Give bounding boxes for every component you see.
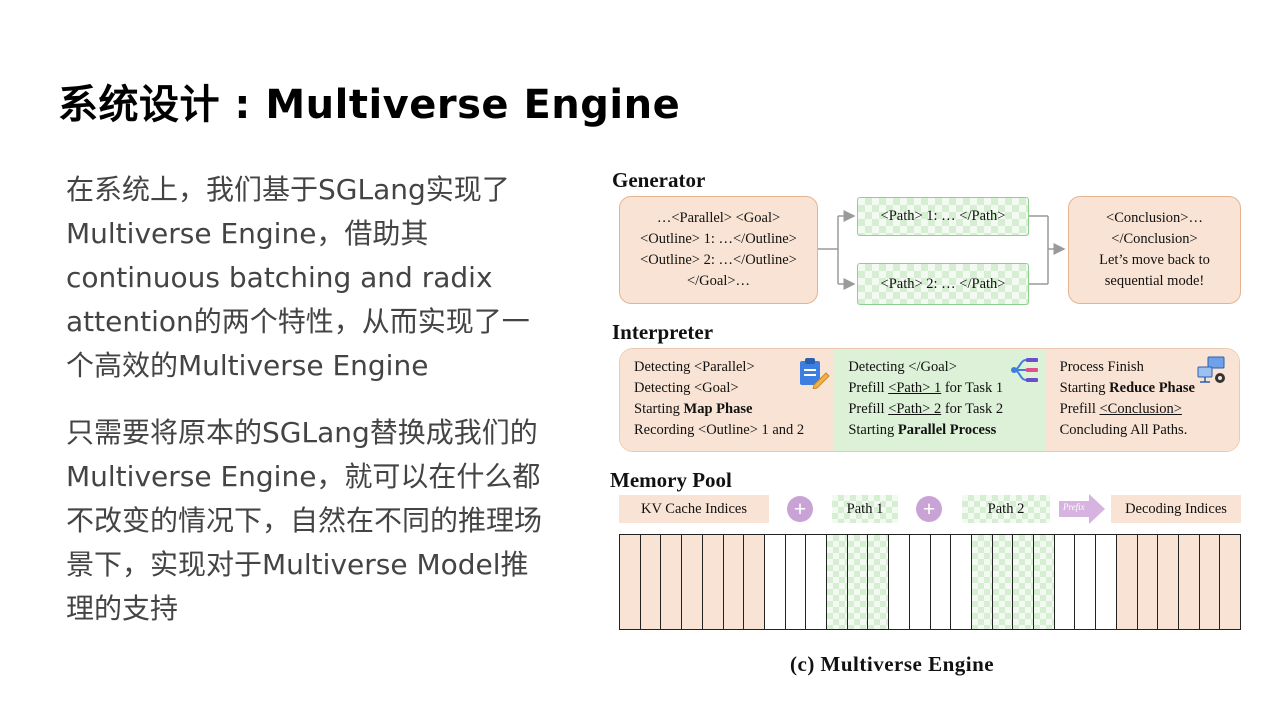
network-settings-icon [1197, 356, 1225, 383]
memory-cell-peach [1116, 535, 1138, 629]
kv-cache-legend: KV Cache Indices [619, 495, 769, 523]
interp-line: Prefill <Path> 1 for Task 1 [848, 378, 1045, 399]
generator-output-line: <Conclusion>… [1106, 210, 1203, 226]
interpreter-reduce-column: Process Finish Starting Reduce Phase Pre… [1045, 349, 1239, 451]
memory-cell-green [847, 535, 869, 629]
interp-line: Prefill <Path> 2 for Task 2 [848, 399, 1045, 420]
interp-line: Starting Reduce Phase [1060, 378, 1239, 399]
map-phase-label: Map Phase [683, 401, 753, 417]
memory-cell-green [971, 535, 993, 629]
interp-line: Detecting </Goal> [848, 359, 957, 375]
intro-paragraph: 在系统上，我们基于SGLang实现了Multiverse Engine，借助其c… [66, 173, 530, 382]
memory-cell-peach [1199, 535, 1221, 629]
generator-input-line: …<Parallel> <Goal> [656, 210, 781, 226]
clipboard-edit-icon [800, 358, 830, 389]
interpreter-panel: Detecting <Parallel> Detecting <Goal> St… [619, 348, 1240, 452]
memory-cell-green [992, 535, 1014, 629]
memory-cell-white [806, 535, 828, 629]
memory-cell-peach [1220, 535, 1242, 629]
memory-cell-white [889, 535, 910, 629]
path-1-token: <Path> 1 [888, 380, 942, 396]
memory-cell-green [868, 535, 890, 629]
memory-cell-peach [661, 535, 683, 629]
memory-cell-peach [1178, 535, 1200, 629]
interp-line: Recording <Outline> 1 and 2 [634, 422, 805, 438]
conclusion-token: <Conclusion> [1099, 401, 1182, 417]
memory-cell-peach [744, 535, 765, 629]
path-2-legend: Path 2 [962, 495, 1050, 523]
interp-line: Starting Map Phase [634, 399, 834, 420]
interp-line: Process Finish [1059, 359, 1144, 375]
memory-cell-white [1096, 535, 1117, 629]
interpreter-heading: Interpreter [612, 320, 714, 344]
interp-text: Prefill [848, 380, 889, 396]
prefix-arrow-icon [1059, 494, 1105, 524]
path-2-token: <Path> 2 [888, 401, 942, 417]
interp-line: Starting Parallel Process [848, 420, 1045, 441]
memory-cell-peach [1158, 535, 1179, 629]
memory-cell-white [1054, 535, 1076, 629]
generator-output-line: sequential mode! [1104, 273, 1205, 289]
interp-text: Starting [634, 401, 684, 417]
interp-line: Prefill <Conclusion> [1060, 399, 1239, 420]
interp-line: Detecting <Parallel> [634, 359, 755, 375]
generator-input-line: <Outline> 1: …</Outline> [640, 231, 797, 247]
memory-cell-peach [723, 535, 745, 629]
reduce-phase-label: Reduce Phase [1109, 380, 1195, 396]
memory-cell-green [827, 535, 848, 629]
generator-input-line: </Goal>… [686, 273, 751, 289]
interp-line: Concluding All Paths. [1059, 422, 1188, 438]
usage-paragraph: 只需要将原本的SGLang替换成我们的Multiverse Engine，就可以… [66, 416, 543, 625]
interpreter-map-column: Detecting <Parallel> Detecting <Goal> St… [620, 349, 835, 451]
memory-cell-green [1013, 535, 1035, 629]
interp-text: Prefill [1059, 401, 1100, 417]
memory-cell-white [785, 535, 807, 629]
memory-cell-green [1034, 535, 1055, 629]
fork-branch-icon [1011, 358, 1039, 382]
interp-text: for Task 2 [941, 401, 1004, 417]
interp-text: Starting [1059, 380, 1110, 396]
plus-icon: + [787, 496, 813, 522]
memory-cell-white [909, 535, 931, 629]
interpreter-parallel-column: Detecting </Goal> Prefill <Path> 1 for T… [834, 349, 1046, 451]
interp-text: Prefill [848, 401, 889, 417]
memory-cell-white [1075, 535, 1097, 629]
plus-icon: + [916, 496, 942, 522]
memory-cell-peach [1137, 535, 1159, 629]
memory-cell-white [951, 535, 972, 629]
slide-title: 系统设计 : Multiverse Engine [58, 82, 681, 128]
interp-line: Detecting <Goal> [634, 380, 739, 396]
generator-heading: Generator [612, 168, 706, 192]
path-1-box: <Path> 1: … </Path> [857, 197, 1029, 236]
memory-cell-white [764, 535, 786, 629]
generator-output-box: <Conclusion>… </Conclusion> Let’s move b… [1068, 196, 1241, 304]
figure-caption: (c) Multiverse Engine [790, 652, 995, 676]
memory-cell-peach [640, 535, 662, 629]
memory-cells [619, 534, 1242, 630]
interp-text: for Task 1 [941, 380, 1004, 396]
multiverse-engine-figure: Generator …<Parallel> <Goal> <Outline> 1… [600, 160, 1260, 690]
generator-output-line: Let’s move back to [1099, 252, 1210, 268]
generator-output-line: </Conclusion> [1111, 231, 1198, 247]
interp-text: Starting [848, 422, 898, 438]
generator-input-box: …<Parallel> <Goal> <Outline> 1: …</Outli… [619, 196, 818, 304]
path-1-legend: Path 1 [832, 495, 898, 523]
generator-connectors [818, 210, 1066, 290]
memory-cell-peach [682, 535, 703, 629]
memory-cell-white [930, 535, 952, 629]
path-2-box: <Path> 2: … </Path> [857, 263, 1029, 305]
decoding-indices-legend: Decoding Indices [1111, 495, 1241, 523]
memory-cell-peach [702, 535, 724, 629]
memory-cell-peach [620, 535, 641, 629]
prefix-label: Prefix [1063, 502, 1085, 512]
memory-pool-heading: Memory Pool [610, 468, 732, 492]
parallel-process-label: Parallel Process [897, 422, 997, 438]
generator-input-line: <Outline> 2: …</Outline> [640, 252, 797, 268]
